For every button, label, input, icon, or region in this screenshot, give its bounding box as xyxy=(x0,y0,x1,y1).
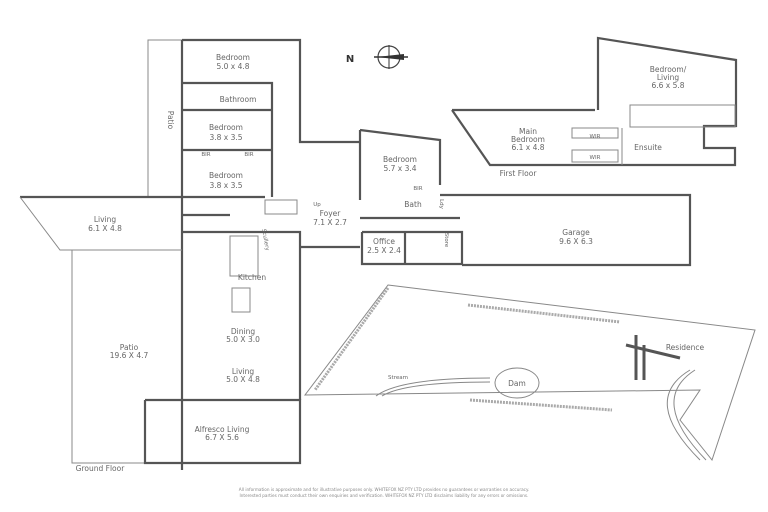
room-label-office: Office xyxy=(373,237,395,246)
compass-north-label: N xyxy=(346,54,354,65)
room-label-bath: Bath xyxy=(404,200,422,209)
room-label-ensuite: Ensuite xyxy=(634,143,662,152)
room-label-bedroom: Bedroom xyxy=(209,123,243,132)
room-label-bir: BIR xyxy=(244,152,253,158)
room-size-alfresco: 6.7 X 5.6 xyxy=(205,433,239,442)
site-label-stream: Stream xyxy=(388,375,408,381)
site-label-dam: Dam xyxy=(508,379,526,388)
room-size-living: 5.0 X 4.8 xyxy=(226,375,260,384)
room-label-patio: Patio xyxy=(120,343,139,352)
room-size-main-bedroom: 6.1 x 4.8 xyxy=(511,143,544,152)
room-size-dining: 5.0 X 3.0 xyxy=(226,335,260,344)
room-size-bedroom: 3.8 x 3.5 xyxy=(209,133,242,142)
room-label-wir: WIR xyxy=(590,134,601,140)
room-label-store: Store xyxy=(443,233,449,248)
room-label-bedroom-living: Living xyxy=(657,73,680,82)
room-size-living: 6.1 X 4.8 xyxy=(88,224,122,233)
first-floor-walls xyxy=(451,36,738,167)
first-floor-title: First Floor xyxy=(500,169,538,178)
room-label-laundry: Ldy xyxy=(438,199,444,210)
disclaimer-line-1: All information is approximate and for i… xyxy=(239,487,529,492)
ground-floor-title: Ground Floor xyxy=(76,464,126,473)
room-label-bedroom: Bedroom xyxy=(383,155,417,164)
site-plan xyxy=(303,284,756,462)
compass-icon xyxy=(374,45,408,69)
room-label-main-bedroom: Bedroom xyxy=(511,135,545,144)
room-size-garage: 9.6 X 6.3 xyxy=(559,237,593,246)
room-size-foyer: 7.1 X 2.7 xyxy=(313,218,347,227)
room-label-dining: Dining xyxy=(231,327,255,336)
room-label-bathroom: Bathroom xyxy=(220,95,257,104)
room-size-bedroom: 5.7 x 3.4 xyxy=(383,164,416,173)
room-label-bir: BIR xyxy=(413,186,422,192)
room-label-living: Living xyxy=(232,367,255,376)
room-label-wir: WIR xyxy=(590,155,601,161)
room-size-patio: 19.6 X 4.7 xyxy=(110,351,149,360)
disclaimer-line-2: Interested parties must conduct their ow… xyxy=(240,493,529,498)
room-label-bir: BIR xyxy=(201,152,210,158)
room-size-bedroom-living: 6.6 x 5.8 xyxy=(651,81,684,90)
room-label-bedroom-living: Bedroom/ xyxy=(650,65,687,74)
room-label-kitchen: Kitchen xyxy=(238,273,266,282)
stairs-up-label: Up xyxy=(313,202,321,208)
room-size-bedroom: 3.8 x 3.5 xyxy=(209,181,242,190)
room-label-garage: Garage xyxy=(562,228,590,237)
ground-floor-walls xyxy=(19,38,692,470)
site-label-residence: Residence xyxy=(666,343,705,352)
room-label-living: Living xyxy=(94,215,117,224)
room-label-bedroom: Bedroom xyxy=(209,171,243,180)
room-label-scullery: Scullery xyxy=(260,228,270,251)
room-label-foyer: Foyer xyxy=(320,209,342,218)
room-label-patio: Patio xyxy=(166,111,175,130)
room-size-office: 2.5 X 2.4 xyxy=(367,246,401,255)
room-label-main-bedroom: Main xyxy=(519,127,537,136)
room-label-bedroom: Bedroom xyxy=(216,53,250,62)
room-size-bedroom: 5.0 x 4.8 xyxy=(216,62,249,71)
room-label-alfresco: Alfresco Living xyxy=(195,425,250,434)
